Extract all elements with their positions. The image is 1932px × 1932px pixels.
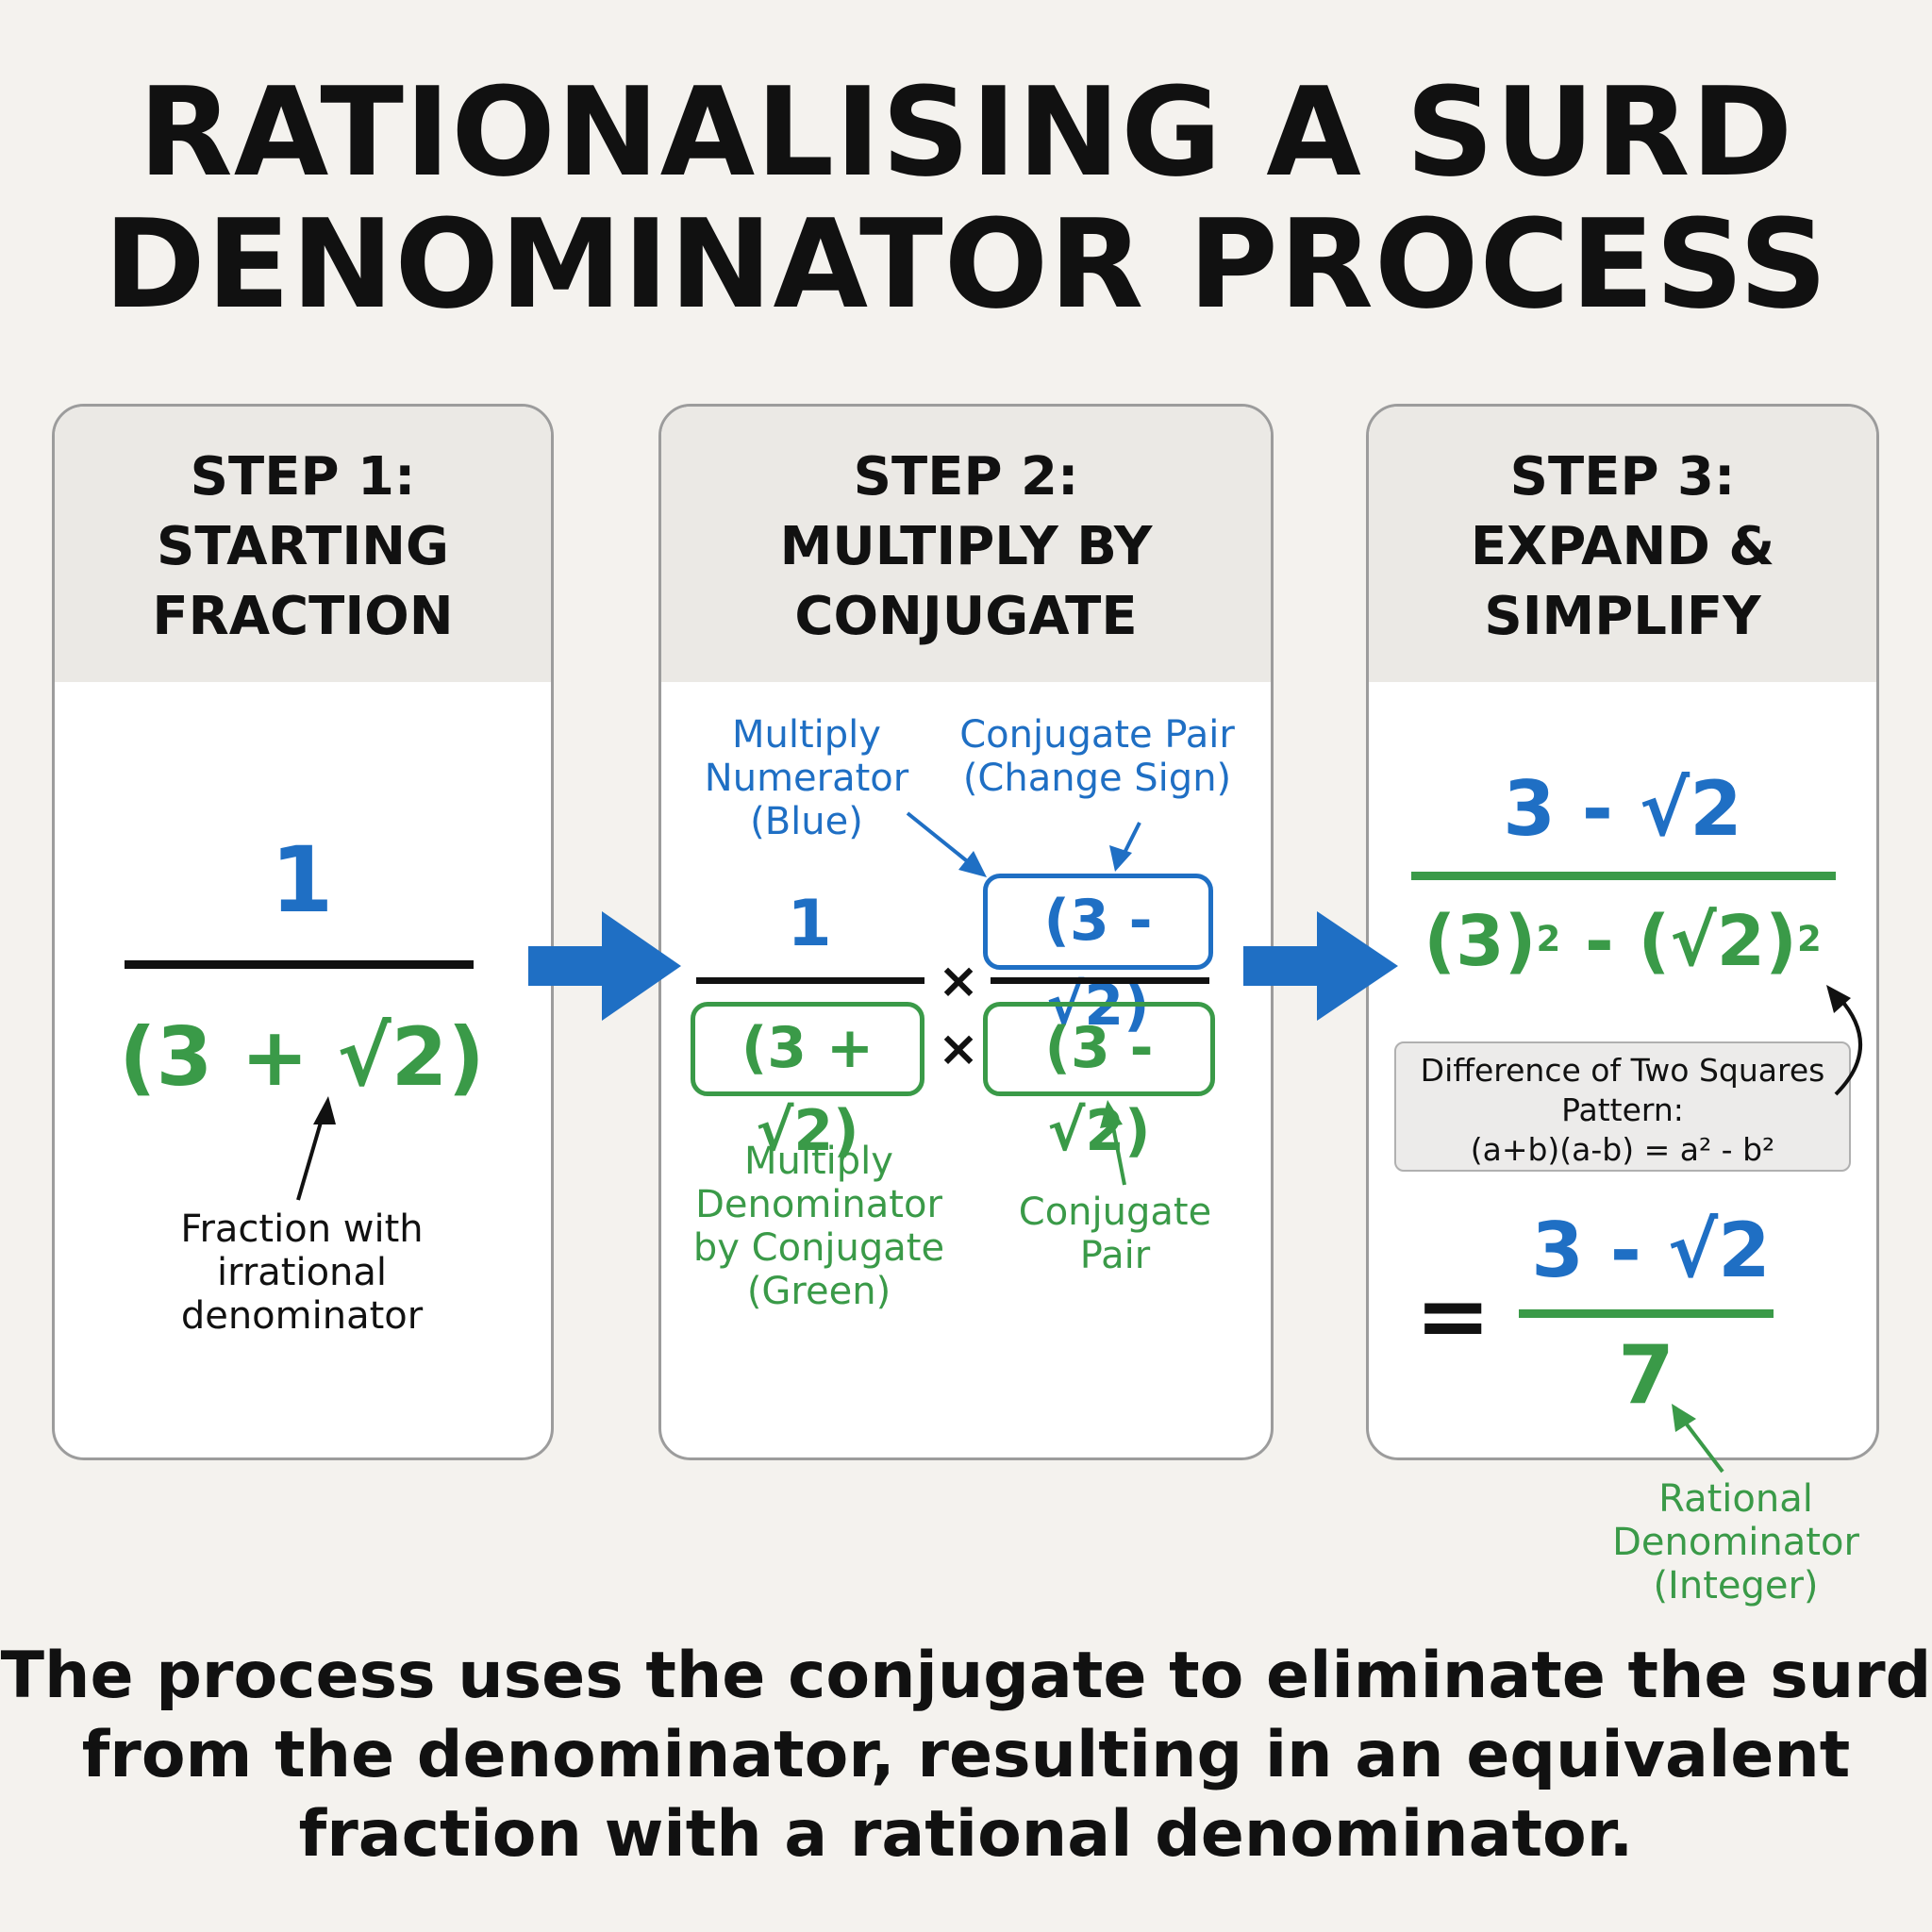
step-3-title-line-2: SIMPLIFY	[1484, 586, 1761, 647]
result-denominator: 7	[1618, 1328, 1674, 1423]
pattern-line-3: (a+b)(a-b) = a² - b²	[1470, 1131, 1775, 1168]
rational-denominator-note: Rational Denominator (Integer)	[1594, 1477, 1877, 1607]
step-1-header: STEP 1: STARTING FRACTION	[55, 407, 551, 682]
step-2-fraction-bar-right	[991, 977, 1209, 984]
page-title: RATIONALISING A SURD DENOMINATOR PROCESS	[0, 66, 1932, 330]
step-3-denominator: (3)2 - (√2)2	[1396, 896, 1849, 987]
step-3-fraction-bar	[1411, 872, 1836, 880]
den-term-a: (3)	[1424, 901, 1537, 982]
step-3-numerator: 3 - √2	[1503, 765, 1742, 853]
times-sign-bottom: ×	[938, 1021, 979, 1077]
step-1-panel: STEP 1: STARTING FRACTION	[52, 404, 554, 1460]
step-3-panel: STEP 3: EXPAND & SIMPLIFY	[1366, 404, 1879, 1460]
step-1-title-line-1: STARTING	[157, 516, 449, 577]
conjugate-pair-bottom-line-1: Conjugate	[1018, 1191, 1212, 1234]
footer-line-2: from the denominator, resulting in an eq…	[81, 1718, 1851, 1792]
multiply-denominator-note: Multiply Denominator by Conjugate (Green…	[677, 1140, 960, 1313]
step-2-title-line-2: CONJUGATE	[794, 586, 1138, 647]
multiply-denominator-note-line-1: Multiply	[744, 1140, 893, 1183]
step-1-note-line-1: Fraction with	[180, 1208, 424, 1251]
conjugate-pair-bottom-line-2: Pair	[1079, 1234, 1151, 1277]
multiply-denominator-note-line-2: Denominator	[695, 1183, 942, 1226]
difference-of-squares-box: Difference of Two Squares Pattern: (a+b)…	[1394, 1041, 1851, 1172]
step-2-header: STEP 2: MULTIPLY BY CONJUGATE	[661, 407, 1271, 682]
conjugate-pair-change-sign-note: Conjugate Pair (Change Sign)	[941, 713, 1253, 800]
pattern-line-1: Difference of Two Squares	[1420, 1052, 1825, 1089]
step-1-note-line-2: irrational	[216, 1251, 388, 1294]
step-1-title-line-2: FRACTION	[152, 586, 454, 647]
equals-sign: =	[1415, 1263, 1491, 1369]
den-exponent-b: 2	[1796, 919, 1822, 960]
pattern-line-2: Pattern:	[1561, 1091, 1684, 1128]
footer-explanation: The process uses the conjugate to elimin…	[0, 1637, 1932, 1874]
result-fraction-bar	[1519, 1309, 1774, 1318]
step-3-header: STEP 3: EXPAND & SIMPLIFY	[1369, 407, 1876, 682]
result-numerator: 3 - √2	[1531, 1207, 1771, 1294]
multiply-denominator-note-line-3: by Conjugate	[692, 1226, 945, 1270]
step-1-denominator: (3 + √2)	[119, 1010, 485, 1105]
rational-note-line-3: (Integer)	[1653, 1564, 1819, 1607]
times-sign-top: ×	[938, 953, 979, 1009]
multiply-denominator-note-line-4: (Green)	[746, 1270, 891, 1313]
multiply-numerator-note-line-3: (Blue)	[750, 800, 863, 843]
den-term-b: (√2)	[1638, 901, 1797, 982]
step-2-conjugate-numerator: (3 - √2)	[983, 874, 1213, 1039]
step-2-title-line-1: MULTIPLY BY	[779, 516, 1153, 577]
step-3-title-line-1: EXPAND &	[1470, 516, 1775, 577]
rational-note-line-1: Rational	[1658, 1477, 1813, 1521]
conjugate-pair-note-line-2: (Change Sign)	[962, 757, 1232, 800]
step-2-conjugate-denominator: (3 - √2)	[983, 1002, 1215, 1164]
step-2-panel: STEP 2: MULTIPLY BY CONJUGATE	[658, 404, 1274, 1460]
den-minus: -	[1560, 901, 1639, 982]
den-exponent-a: 2	[1536, 919, 1561, 960]
step-2-label: STEP 2:	[853, 446, 1079, 508]
step-2-numerator: 1	[787, 887, 832, 961]
step-2-fraction-bar-left	[696, 977, 924, 984]
step-2-denominator: (3 + √2)	[691, 1002, 924, 1164]
step-1-note: Fraction with irrational denominator	[142, 1208, 462, 1338]
step-1-fraction-bar	[125, 960, 474, 969]
step-3-label: STEP 3:	[1509, 446, 1736, 508]
title-line-1: RATIONALISING A SURD	[138, 60, 1794, 204]
conjugate-pair-note: Conjugate Pair	[1002, 1191, 1228, 1277]
multiply-numerator-note-line-2: Numerator	[704, 757, 909, 800]
step-1-label: STEP 1:	[190, 446, 416, 508]
multiply-numerator-note-line-1: Multiply	[732, 713, 881, 757]
multiply-numerator-note: Multiply Numerator (Blue)	[679, 713, 934, 843]
rational-note-line-2: Denominator	[1612, 1521, 1859, 1564]
step-1-numerator: 1	[270, 827, 334, 933]
footer-line-3: fraction with a rational denominator.	[298, 1797, 1634, 1872]
conjugate-pair-note-line-1: Conjugate Pair	[959, 713, 1235, 757]
title-line-2: DENOMINATOR PROCESS	[103, 192, 1829, 336]
footer-line-1: The process uses the conjugate to elimin…	[0, 1639, 1932, 1713]
step-1-note-line-3: denominator	[180, 1294, 424, 1338]
